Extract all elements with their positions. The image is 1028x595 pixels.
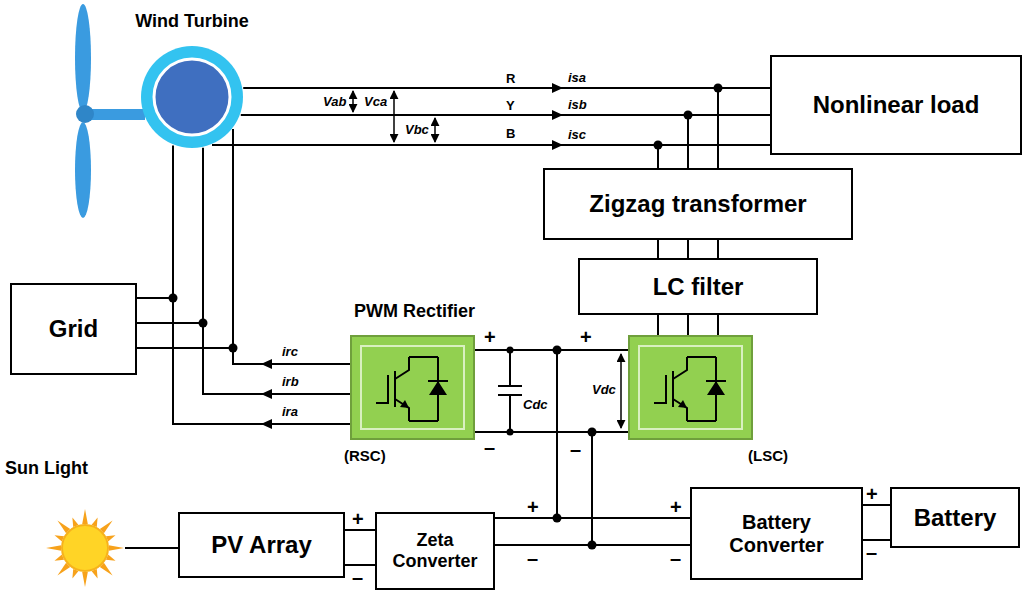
node-label: Zeta Converter: [377, 530, 493, 571]
pv-box: PV Array: [178, 512, 345, 578]
phase-name: Y: [505, 99, 516, 112]
wire: [863, 505, 890, 540]
polarity-sign: –: [866, 542, 877, 562]
voltage-label: Vca: [363, 95, 388, 108]
polarity-sign: +: [670, 497, 682, 517]
wire: [495, 350, 628, 545]
converter-box: Zeta Converter: [375, 512, 495, 590]
polarity-sign: +: [580, 327, 592, 347]
current-label: isb: [567, 98, 588, 111]
node-heading: Sun Light: [5, 458, 145, 479]
polarity-sign: +: [352, 509, 364, 529]
voltage-arrow: [434, 118, 436, 142]
node-label: Battery Converter: [692, 511, 861, 557]
polarity-sign: –: [484, 437, 495, 457]
wire: [212, 88, 770, 145]
igbt-symbol: [630, 337, 755, 442]
generator-rotor: [154, 59, 230, 135]
current-label: isa: [567, 71, 587, 84]
capacitor-symbol: [498, 350, 522, 432]
sun-ray: [46, 545, 61, 551]
symbol-stroke: [678, 400, 687, 408]
symbol-stroke: [654, 371, 673, 407]
filter-box: LC filter: [578, 258, 818, 315]
node-label: LC filter: [647, 273, 750, 301]
generator-ring: [141, 46, 243, 148]
voltage-arrow: [352, 91, 354, 112]
wire: [475, 350, 628, 432]
node-label: Zigzag transformer: [583, 190, 812, 218]
node-heading: PWM Rectifier: [312, 301, 517, 322]
sun-ray: [82, 509, 88, 524]
node-label: Nonlinear load: [807, 91, 986, 119]
turbine-hub: [76, 105, 94, 123]
igbt-symbol: [352, 337, 477, 442]
voltage-arrow: [620, 354, 622, 428]
wire: [345, 530, 375, 565]
current-label: isc: [567, 128, 587, 141]
current-arrow: [552, 83, 563, 150]
current-label: ira: [281, 405, 299, 418]
converter-box: (LSC): [628, 335, 753, 440]
wire: [658, 88, 770, 168]
node-label: Grid: [43, 315, 104, 343]
voltage-arrow: [393, 91, 395, 142]
node-label: PV Array: [205, 531, 318, 559]
symbol-stroke: [400, 400, 409, 408]
wire: [658, 315, 718, 335]
capacitor-label: Cdc: [522, 398, 549, 411]
turbine-blade: [75, 122, 91, 218]
phase-name: B: [505, 127, 516, 140]
grid-box: Grid: [10, 283, 137, 375]
load-box: Nonlinear load: [770, 55, 1022, 155]
symbol-stroke: [673, 357, 687, 421]
wire: [658, 240, 718, 258]
wire: [125, 547, 178, 549]
symbol-stroke: [428, 380, 448, 382]
symbol-stroke: [707, 381, 725, 395]
turbine-blade: [75, 4, 91, 112]
voltage-label: Vbc: [404, 123, 430, 136]
converter-box: PWM Rectifier(RSC): [350, 335, 475, 440]
symbol-stroke: [395, 357, 409, 421]
igbt-frame: [361, 346, 464, 429]
symbol-stroke: [376, 371, 395, 407]
current-label: irb: [281, 375, 300, 388]
battery-box: Battery: [890, 487, 1020, 548]
converter-box: Battery Converter: [690, 487, 863, 580]
transformer-box: Zigzag transformer: [543, 168, 853, 240]
current-label: irc: [281, 345, 299, 358]
sun-symbol: [45, 508, 125, 588]
wire: [137, 298, 350, 424]
wire: [137, 129, 233, 348]
sun-disc: [62, 525, 108, 571]
voltage-label: Vab: [322, 95, 347, 108]
igbt-frame: [639, 346, 742, 429]
node-heading: (RSC): [344, 447, 414, 464]
sun-icon: Sun Light: [45, 508, 125, 588]
node-heading: Wind Turbine: [92, 11, 292, 32]
polarity-sign: +: [527, 497, 539, 517]
polarity-sign: +: [484, 327, 496, 347]
symbol-stroke: [706, 380, 726, 382]
generator-symbol: [140, 45, 244, 149]
junction-dots: [169, 84, 723, 550]
phase-name: R: [505, 72, 516, 85]
polarity-sign: –: [527, 548, 538, 568]
symbol-stroke: [429, 381, 447, 395]
node-label: Battery: [908, 504, 1003, 532]
sun-ray: [82, 572, 88, 587]
polarity-sign: –: [352, 567, 363, 587]
node-heading: (LSC): [748, 447, 818, 464]
wind-turbine: Wind Turbine: [140, 45, 244, 149]
polarity-sign: –: [570, 439, 581, 459]
sun-ray: [109, 545, 124, 551]
polarity-sign: +: [866, 484, 878, 504]
polarity-sign: –: [670, 548, 681, 568]
voltage-label: Vdc: [591, 383, 617, 396]
